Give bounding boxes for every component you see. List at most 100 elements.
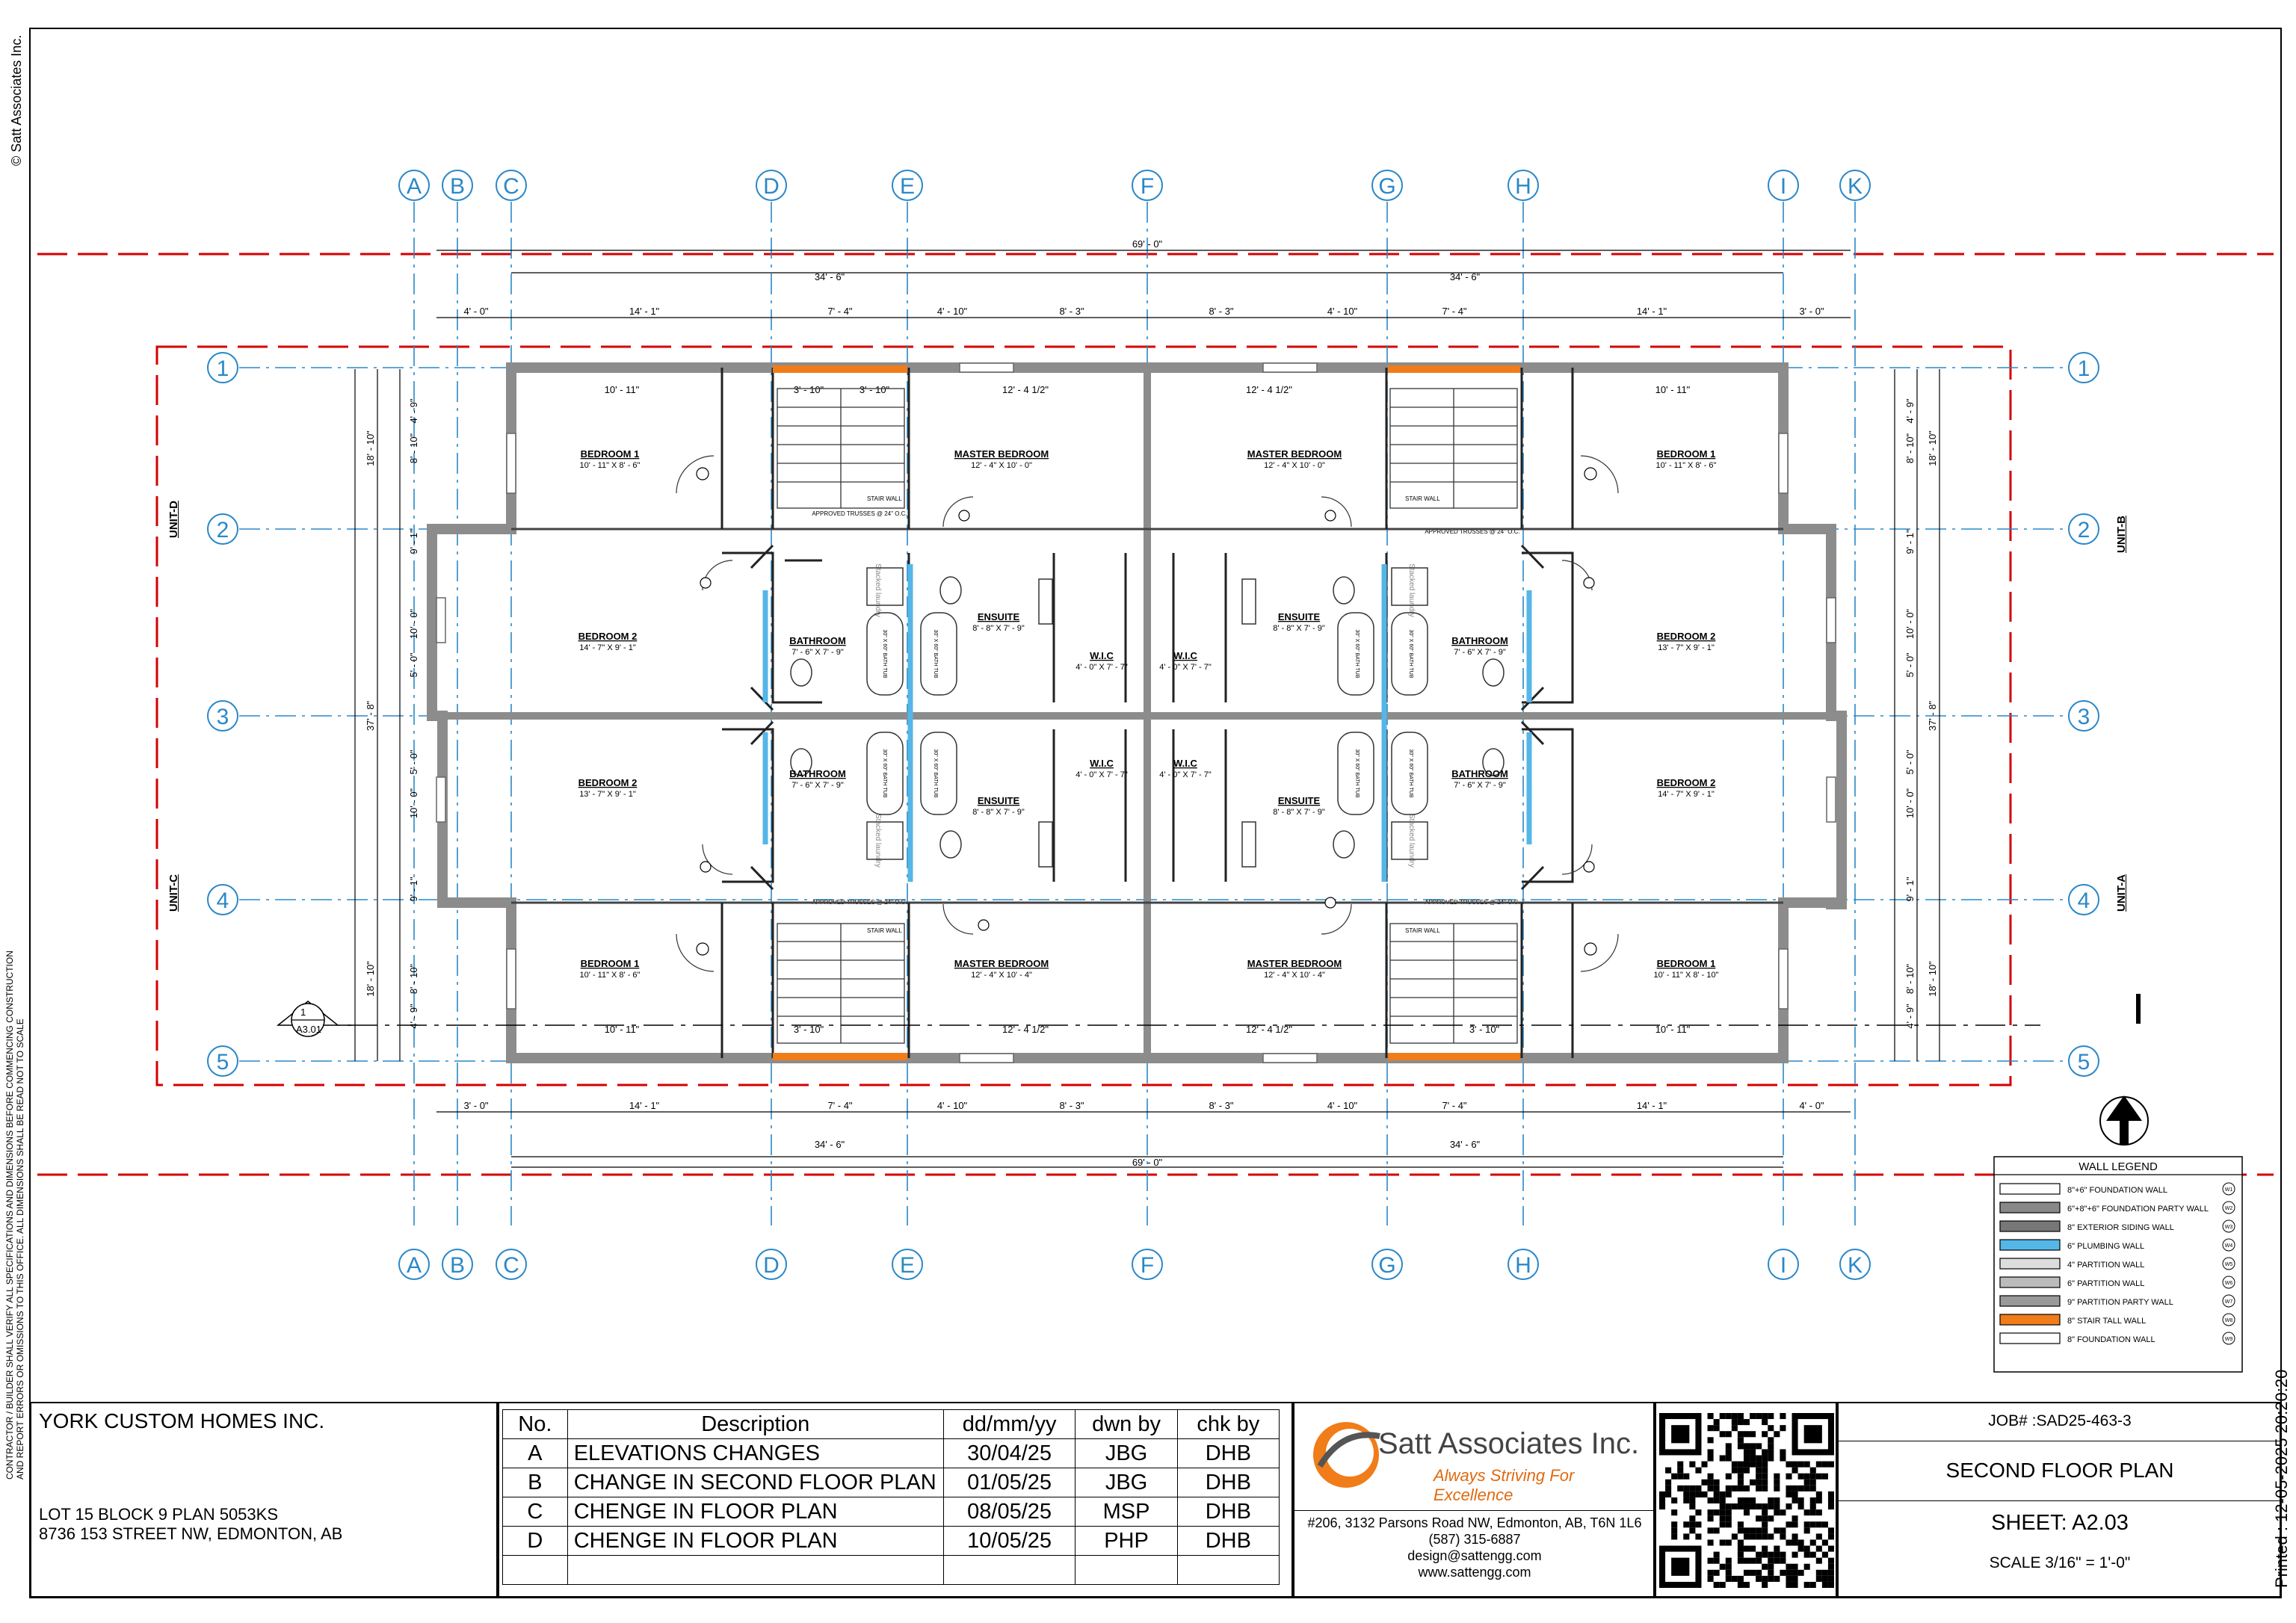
room-dim-label: 12' - 4 1/2" [1002, 1024, 1049, 1035]
svg-text:9" PARTITION PARTY WALL: 9" PARTITION PARTY WALL [2067, 1298, 2173, 1307]
rev-no: D [502, 1526, 568, 1556]
svg-text:14' - 7" X 9' - 1": 14' - 7" X 9' - 1" [579, 643, 636, 652]
grid-label: 5 [2078, 1050, 2090, 1075]
svg-text:MASTER BEDROOM: MASTER BEDROOM [954, 448, 1049, 460]
grid-bubble-F [1132, 1249, 1163, 1280]
svg-text:BEDROOM 2: BEDROOM 2 [1657, 631, 1716, 642]
svg-text:BATHROOM: BATHROOM [789, 768, 846, 779]
svg-text:W.I.C: W.I.C [1173, 758, 1197, 769]
svg-text:MASTER BEDROOM: MASTER BEDROOM [1247, 448, 1342, 460]
legend-item: 9" PARTITION PARTY WALL W7 [1999, 1294, 2235, 1308]
revision-block: No. Description dd/mm/yy dwn by chk by A… [498, 1402, 1293, 1598]
plumbing-walls [762, 564, 1532, 882]
room-label-br-bed1: BEDROOM 110' - 11" X 8' - 10" [1653, 958, 1718, 980]
firm-phone: (587) 315-6887 [1428, 1532, 1521, 1547]
grid-bubble-A [398, 170, 430, 201]
grid-bubble-F [1132, 170, 1163, 201]
dim-label: 8' - 10" [1904, 963, 1916, 994]
rev-desc: CHENGE IN FLOOR PLAN [567, 1526, 944, 1556]
grid-label: H [1515, 174, 1531, 199]
firm-website[interactable]: www.sattengg.com [1418, 1565, 1531, 1580]
dim-label: 8' - 10" [408, 963, 419, 994]
room-dim-label: 3' - 10" [794, 1024, 824, 1035]
laundry-note: Stacked laundry [1407, 563, 1416, 617]
grid-label: F [1141, 1253, 1154, 1278]
svg-text:BEDROOM 2: BEDROOM 2 [1657, 777, 1716, 788]
rev-drawn: PHP [1075, 1526, 1178, 1556]
svg-text:BEDROOM 1: BEDROOM 1 [581, 958, 640, 969]
bath-tub-note: 30" X 60" BATH TUB [1408, 749, 1413, 797]
rev-no: C [502, 1497, 568, 1527]
dim-label: 4' - 9" [408, 1004, 419, 1028]
rev-date: 10/05/25 [942, 1526, 1076, 1556]
truss-note: APPROVED TRUSSES @ 24" O.C. [812, 510, 907, 517]
rev-date: 30/04/25 [942, 1438, 1076, 1468]
svg-text:ENSUITE: ENSUITE [978, 795, 1020, 806]
svg-text:8" STAIR TALL WALL: 8" STAIR TALL WALL [2067, 1317, 2146, 1326]
dim-label: 8' - 3" [1059, 306, 1084, 317]
dim-label: 4' - 9" [1904, 1004, 1916, 1028]
unit-label: UNIT-C [167, 874, 180, 912]
divider [1294, 1510, 1655, 1511]
bath-tub-note: 30" X 60" BATH TUB [933, 629, 938, 678]
dim-label: 7' - 4" [1442, 306, 1466, 317]
dim-label: 4' - 9" [1904, 398, 1916, 423]
grid-label: 4 [2078, 888, 2090, 913]
grid-label: C [503, 1253, 519, 1278]
svg-text:BEDROOM 1: BEDROOM 1 [581, 448, 640, 460]
grid-label: A [407, 174, 422, 199]
room-label-a-bed2: BEDROOM 2 14' - 7" X 9' - 1" [1657, 777, 1716, 799]
dim-label: 18' - 10" [365, 430, 376, 466]
dim-label: 4' - 10" [1327, 306, 1358, 317]
svg-text:12' - 4" X 10' - 0": 12' - 4" X 10' - 0" [1264, 461, 1325, 470]
qr-code-icon[interactable] [1659, 1409, 1834, 1592]
grid-label: E [900, 174, 915, 199]
svg-text:8" FOUNDATION WALL: 8" FOUNDATION WALL [2067, 1335, 2155, 1344]
grid-bubble-2 [2068, 513, 2099, 545]
svg-text:W5: W5 [2225, 1262, 2233, 1267]
section-marker-sheet: A3.01 [296, 1024, 321, 1035]
firm-name: Satt Associates Inc. [1378, 1427, 1640, 1460]
svg-text:BEDROOM 1: BEDROOM 1 [1657, 958, 1716, 969]
dim-label: 7' - 4" [827, 1100, 852, 1111]
rev-checked: DHB [1176, 1468, 1280, 1497]
unit-label: UNIT-A [2115, 874, 2128, 912]
legend-title: WALL LEGEND [2079, 1160, 2158, 1173]
bath-tub-note: 30" X 60" BATH TUB [1354, 629, 1360, 678]
room-label-tr-bed1: BEDROOM 110' - 11" X 8' - 6" [1656, 448, 1717, 470]
col-header: dd/mm/yy [942, 1409, 1076, 1439]
dim-label: 18' - 10" [1927, 961, 1938, 997]
svg-text:10' - 11" X 8' - 6": 10' - 11" X 8' - 6" [580, 971, 641, 980]
rev-desc: CHANGE IN SECOND FLOOR PLAN [567, 1468, 944, 1497]
dim-label: 3' - 0" [1799, 306, 1824, 317]
dim-label: 10' - 0" [408, 788, 419, 818]
grid-label: D [763, 174, 780, 199]
svg-text:BATHROOM: BATHROOM [789, 635, 846, 646]
svg-text:14' - 7" X 9' - 1": 14' - 7" X 9' - 1" [1658, 790, 1715, 799]
room-label-b-bed2: BEDROOM 213' - 7" X 9' - 1" [1657, 631, 1716, 652]
grid-bubble-1 [207, 352, 238, 383]
grid-bubble-1 [2068, 352, 2099, 383]
svg-text:12' - 4" X 10' - 0": 12' - 4" X 10' - 0" [971, 461, 1032, 470]
col-header: Description [567, 1409, 944, 1439]
firm-email[interactable]: design@sattengg.com [1407, 1548, 1542, 1563]
disclaimer-text: CONTRACTOR / BUILDER SHALL VERIFY ALL SP… [4, 950, 25, 1480]
svg-text:4' - 0" X 7' - 7": 4' - 0" X 7' - 7" [1076, 770, 1128, 779]
svg-text:W7: W7 [2225, 1299, 2233, 1305]
grid-bubble-G [1371, 170, 1403, 201]
dim-label: 37' - 8" [1927, 700, 1938, 731]
dim-label: 34' - 6" [815, 271, 845, 282]
sheet-title: SECOND FLOOR PLAN [1945, 1459, 2174, 1482]
dim-label: 4' - 9" [408, 398, 419, 423]
svg-text:BATHROOM: BATHROOM [1451, 768, 1508, 779]
stairs [777, 388, 1518, 1044]
svg-text:8' - 8" X 7' - 9": 8' - 8" X 7' - 9" [1273, 624, 1325, 633]
dim-label: 9' - 1" [1904, 529, 1916, 554]
